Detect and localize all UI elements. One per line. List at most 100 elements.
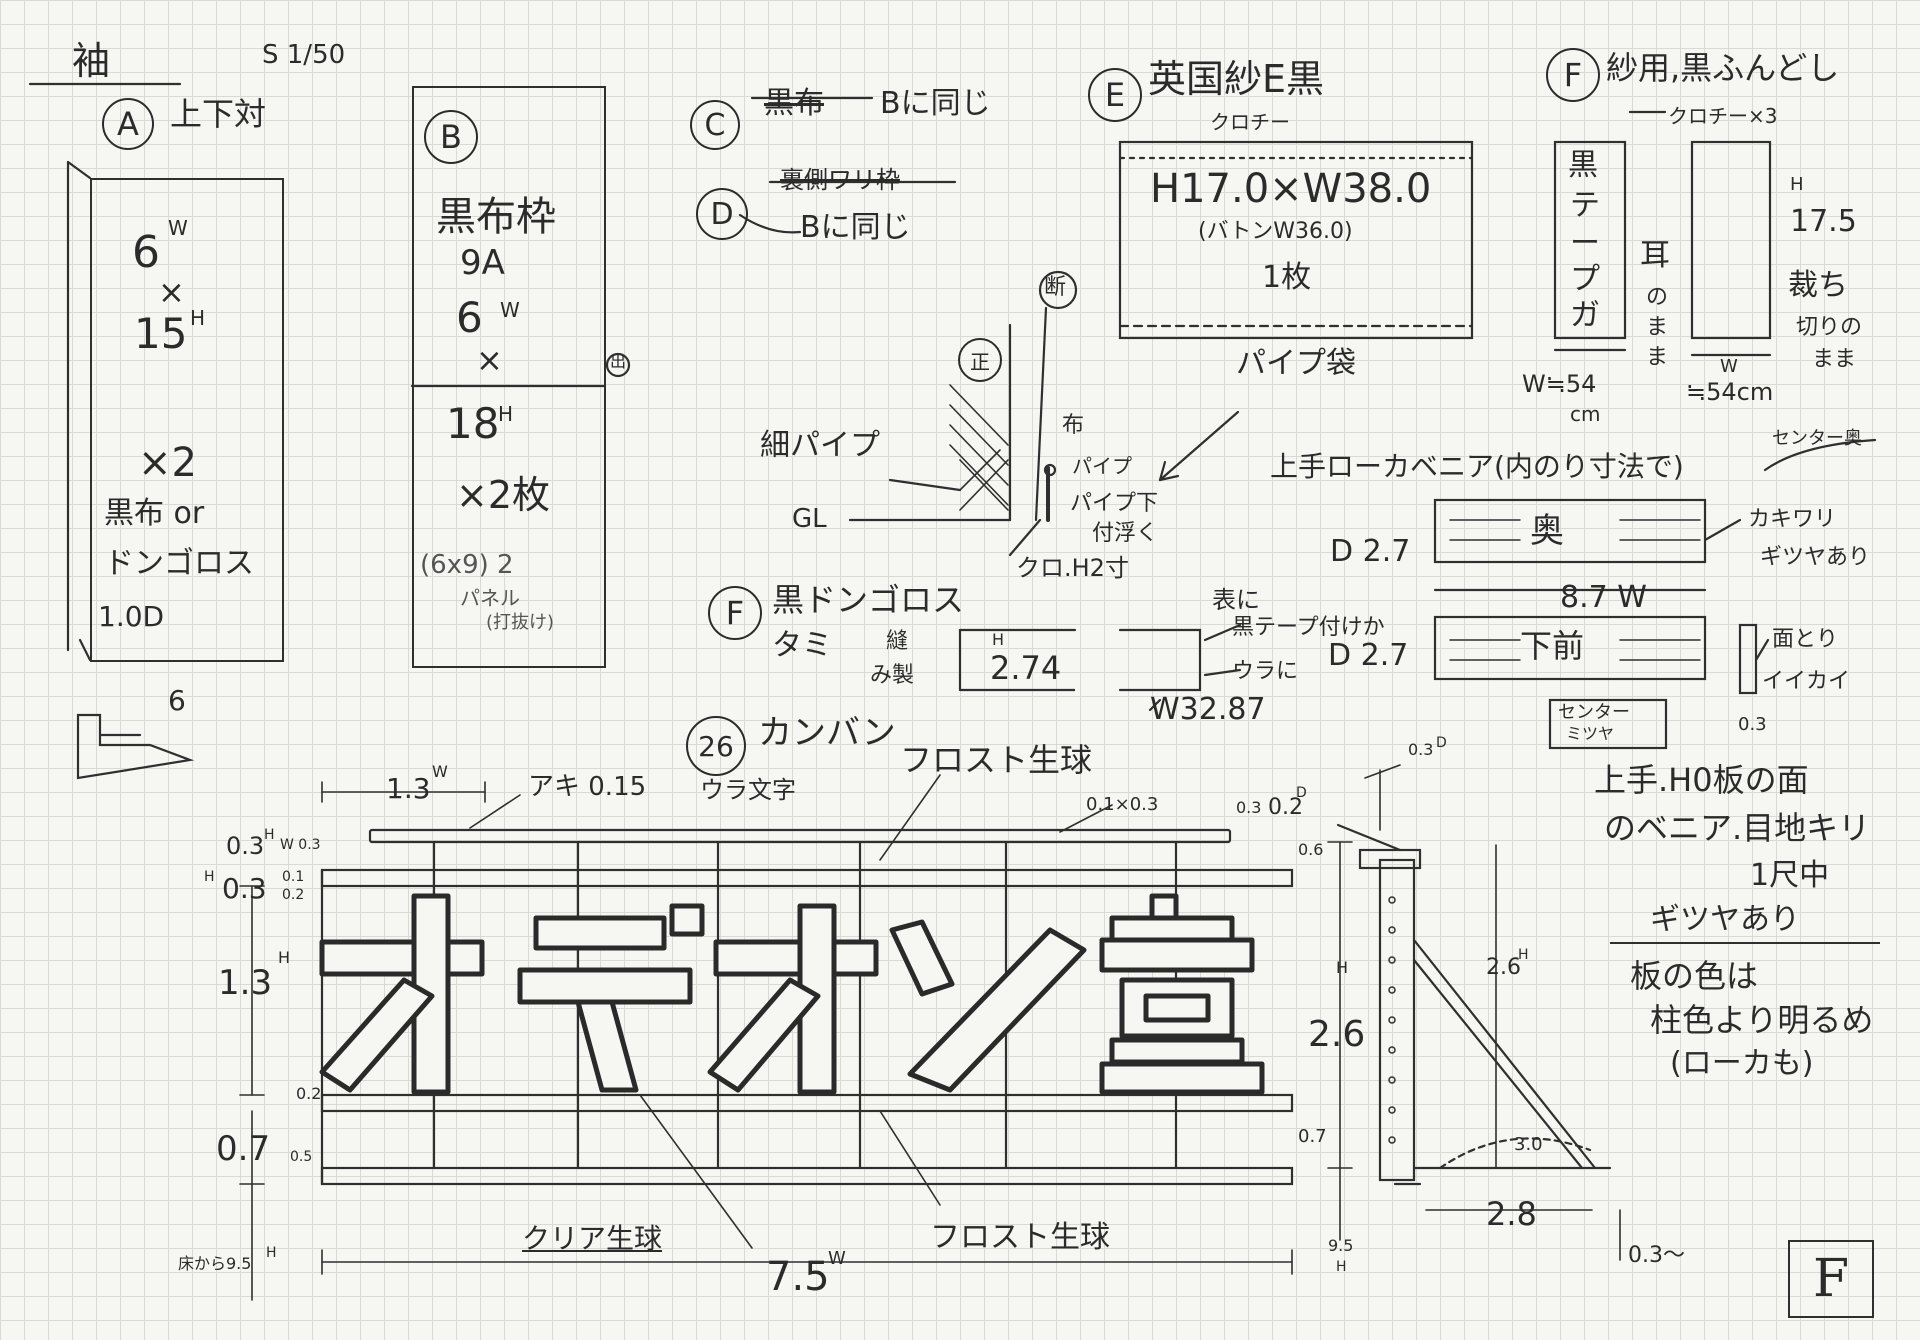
- panelF-ear-0: 耳: [1640, 238, 1670, 273]
- panelF-cut2: 切りの: [1796, 315, 1863, 340]
- veneer-title: 上手ローカベニア(内のり寸法で): [1270, 450, 1684, 483]
- veneer-mentori: 面とり: [1772, 627, 1839, 652]
- panelF2-face1: 表に: [1212, 586, 1260, 614]
- panelA-height: 15: [134, 309, 188, 358]
- veneer-thick: 0.3: [1738, 714, 1767, 735]
- signboard-clear: クリア生球: [522, 1222, 663, 1255]
- veneer-center-mark2: ミツヤ: [1566, 724, 1615, 743]
- panelF2-sew1: 縫: [886, 629, 909, 654]
- panelF-w2: W: [1720, 356, 1738, 377]
- panelF2-id: F: [725, 594, 745, 632]
- signboard-title: カンバン: [758, 713, 896, 753]
- section-hatch: [949, 384, 1009, 511]
- panelF-w2b: ≒54cm: [1686, 378, 1774, 406]
- section-cut-leader: [1034, 306, 1048, 522]
- sign-dim-d07b: 0.7: [1298, 1126, 1327, 1147]
- panelE-count: 1枚: [1262, 260, 1312, 295]
- panelF2-h-label: H: [992, 630, 1005, 649]
- sign-dim-d03c: 0.3: [1236, 798, 1262, 817]
- sign-dim-d02d-unit: D: [1296, 785, 1307, 801]
- panelF2-back: ウラに: [1232, 659, 1299, 684]
- panelA-bottom-mark: 6: [168, 684, 186, 717]
- sign-dim-h26-unit: H: [1336, 958, 1349, 977]
- panelA-qty: ×2: [138, 440, 197, 486]
- panelF-tape-box: [1553, 140, 1627, 340]
- panelF-title: 紗用,黒ふんどし: [1606, 49, 1840, 87]
- sign-dim-d26side-unit: H: [1518, 947, 1529, 963]
- sign-dim-d02: 0.2: [282, 887, 305, 903]
- panelF-id-circle: F: [1546, 48, 1600, 102]
- sign-leaders: [469, 774, 1113, 1249]
- panelA-height-unit: H: [190, 306, 206, 330]
- veneer-back: 奥: [1530, 511, 1564, 551]
- panelF2-face-leader: [1203, 623, 1242, 642]
- panelF2-h-value: 2.74: [990, 649, 1062, 687]
- panelA-base-detail: [76, 713, 195, 780]
- sheet-mark-box: F: [1788, 1240, 1874, 1318]
- panelA-side-top: [66, 160, 92, 180]
- panelF2-id-circle: F: [708, 586, 762, 640]
- panelF-ear-3: ま: [1646, 345, 1669, 370]
- sign-dim-w03: W 0.3: [280, 837, 321, 853]
- note-line7: (ローカも): [1670, 1046, 1814, 1081]
- panelE-id-circle: E: [1088, 68, 1142, 122]
- veneer-d1: D 2.7: [1330, 534, 1411, 569]
- sign-dim-h26: 2.6: [1308, 1014, 1366, 1055]
- itemC-struck: 黒布: [764, 86, 824, 121]
- panelF-height-label: H: [1790, 174, 1804, 195]
- section-gl: GL: [792, 504, 827, 534]
- sheet-mark: F: [1812, 1249, 1850, 1309]
- sign-dim-d06: 0.6: [1298, 840, 1324, 859]
- signboard-id-circle: 26: [686, 716, 746, 776]
- sign-dim-d95: 9.5: [1328, 1236, 1354, 1255]
- veneer-kakiwari1: カキワリ: [1748, 507, 1837, 532]
- panelE-pipe-bag: パイプ袋: [1236, 346, 1356, 381]
- sign-dim-d26side: 2.6: [1486, 955, 1521, 980]
- veneer-mentori-leader: [1754, 638, 1770, 662]
- panelF-id: F: [1563, 56, 1583, 94]
- scale-label: S 1/50: [262, 40, 346, 70]
- panelB-note3: (打抜け): [486, 612, 555, 633]
- itemD-same: Bに同じ: [800, 210, 911, 245]
- panelB-title: 黒布枠: [436, 194, 556, 240]
- panelE-title: 英国紗E黒: [1148, 57, 1325, 101]
- panelF-tape-0: 黒: [1568, 148, 1598, 183]
- panelB-width-unit: W: [500, 298, 520, 322]
- veneer-center-label: センター奥: [1772, 428, 1862, 449]
- panelE-id: E: [1104, 76, 1126, 114]
- itemC-same: Bに同じ: [880, 86, 991, 121]
- panelF-tape-4: ガ: [1570, 298, 1600, 333]
- itemD-id: D: [710, 196, 734, 232]
- panelA-material2: ドンゴロス: [104, 546, 254, 581]
- itemD-id-circle: D: [696, 188, 748, 240]
- sign-dim-total-w: 7.5: [766, 1254, 830, 1300]
- sign-dim-aki: アキ 0.15: [528, 772, 647, 802]
- section-front-circle: 正: [958, 338, 1002, 382]
- panelB-id-circle: B: [424, 110, 478, 164]
- sign-dim-total-w-unit: W: [828, 1248, 846, 1269]
- section-pipe-leader: [888, 478, 962, 492]
- panelF-tape-2: ー: [1570, 226, 1600, 261]
- letter-dou-strokes: [1099, 893, 1265, 1095]
- pipe-bag-arrow: [1158, 410, 1240, 482]
- sign-dim-w28: 2.8: [1486, 1195, 1537, 1233]
- veneer-center-mark1: センター: [1558, 702, 1630, 723]
- sign-dim-d30: 3.0: [1514, 1134, 1543, 1155]
- panelB-side-circle: [605, 352, 631, 378]
- sign-dim-w13-unit: W: [432, 762, 448, 781]
- panelA-id-circle: A: [102, 98, 154, 150]
- letter-de-strokes: [517, 903, 705, 1093]
- panelF-cut: 裁ち: [1788, 268, 1848, 303]
- panelF-cut3: まま: [1812, 347, 1857, 372]
- panelB-width: 6: [456, 293, 483, 342]
- pipe-bag-arrowhead: [1158, 460, 1180, 482]
- panelF2-w-leader: [1148, 698, 1162, 712]
- sign-dim-d03b: 0.3: [222, 872, 267, 905]
- itemD-struck: 裏側ワリ枠: [780, 166, 900, 194]
- panelF2-back-leader: [1203, 668, 1242, 677]
- section-cloth-leader: [1008, 518, 1042, 557]
- veneer-kakiwari2: ギツヤあり: [1760, 545, 1871, 570]
- sign-dim-h13: 1.3: [218, 963, 273, 1003]
